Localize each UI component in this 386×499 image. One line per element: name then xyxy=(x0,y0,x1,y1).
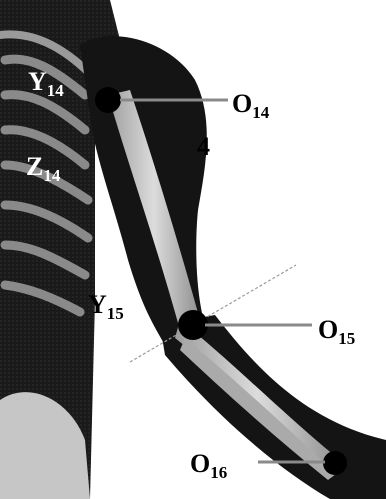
wrist-joint xyxy=(323,451,347,475)
label-o16: O16 xyxy=(190,449,227,482)
radius-bone xyxy=(175,320,340,470)
label-fragment: 4 xyxy=(197,132,210,161)
shoulder-joint xyxy=(95,87,121,113)
label-o15: O15 xyxy=(318,315,355,348)
label-o14: O14 xyxy=(232,89,270,122)
label-y15: Y15 xyxy=(88,290,124,323)
elbow-joint xyxy=(178,310,208,340)
